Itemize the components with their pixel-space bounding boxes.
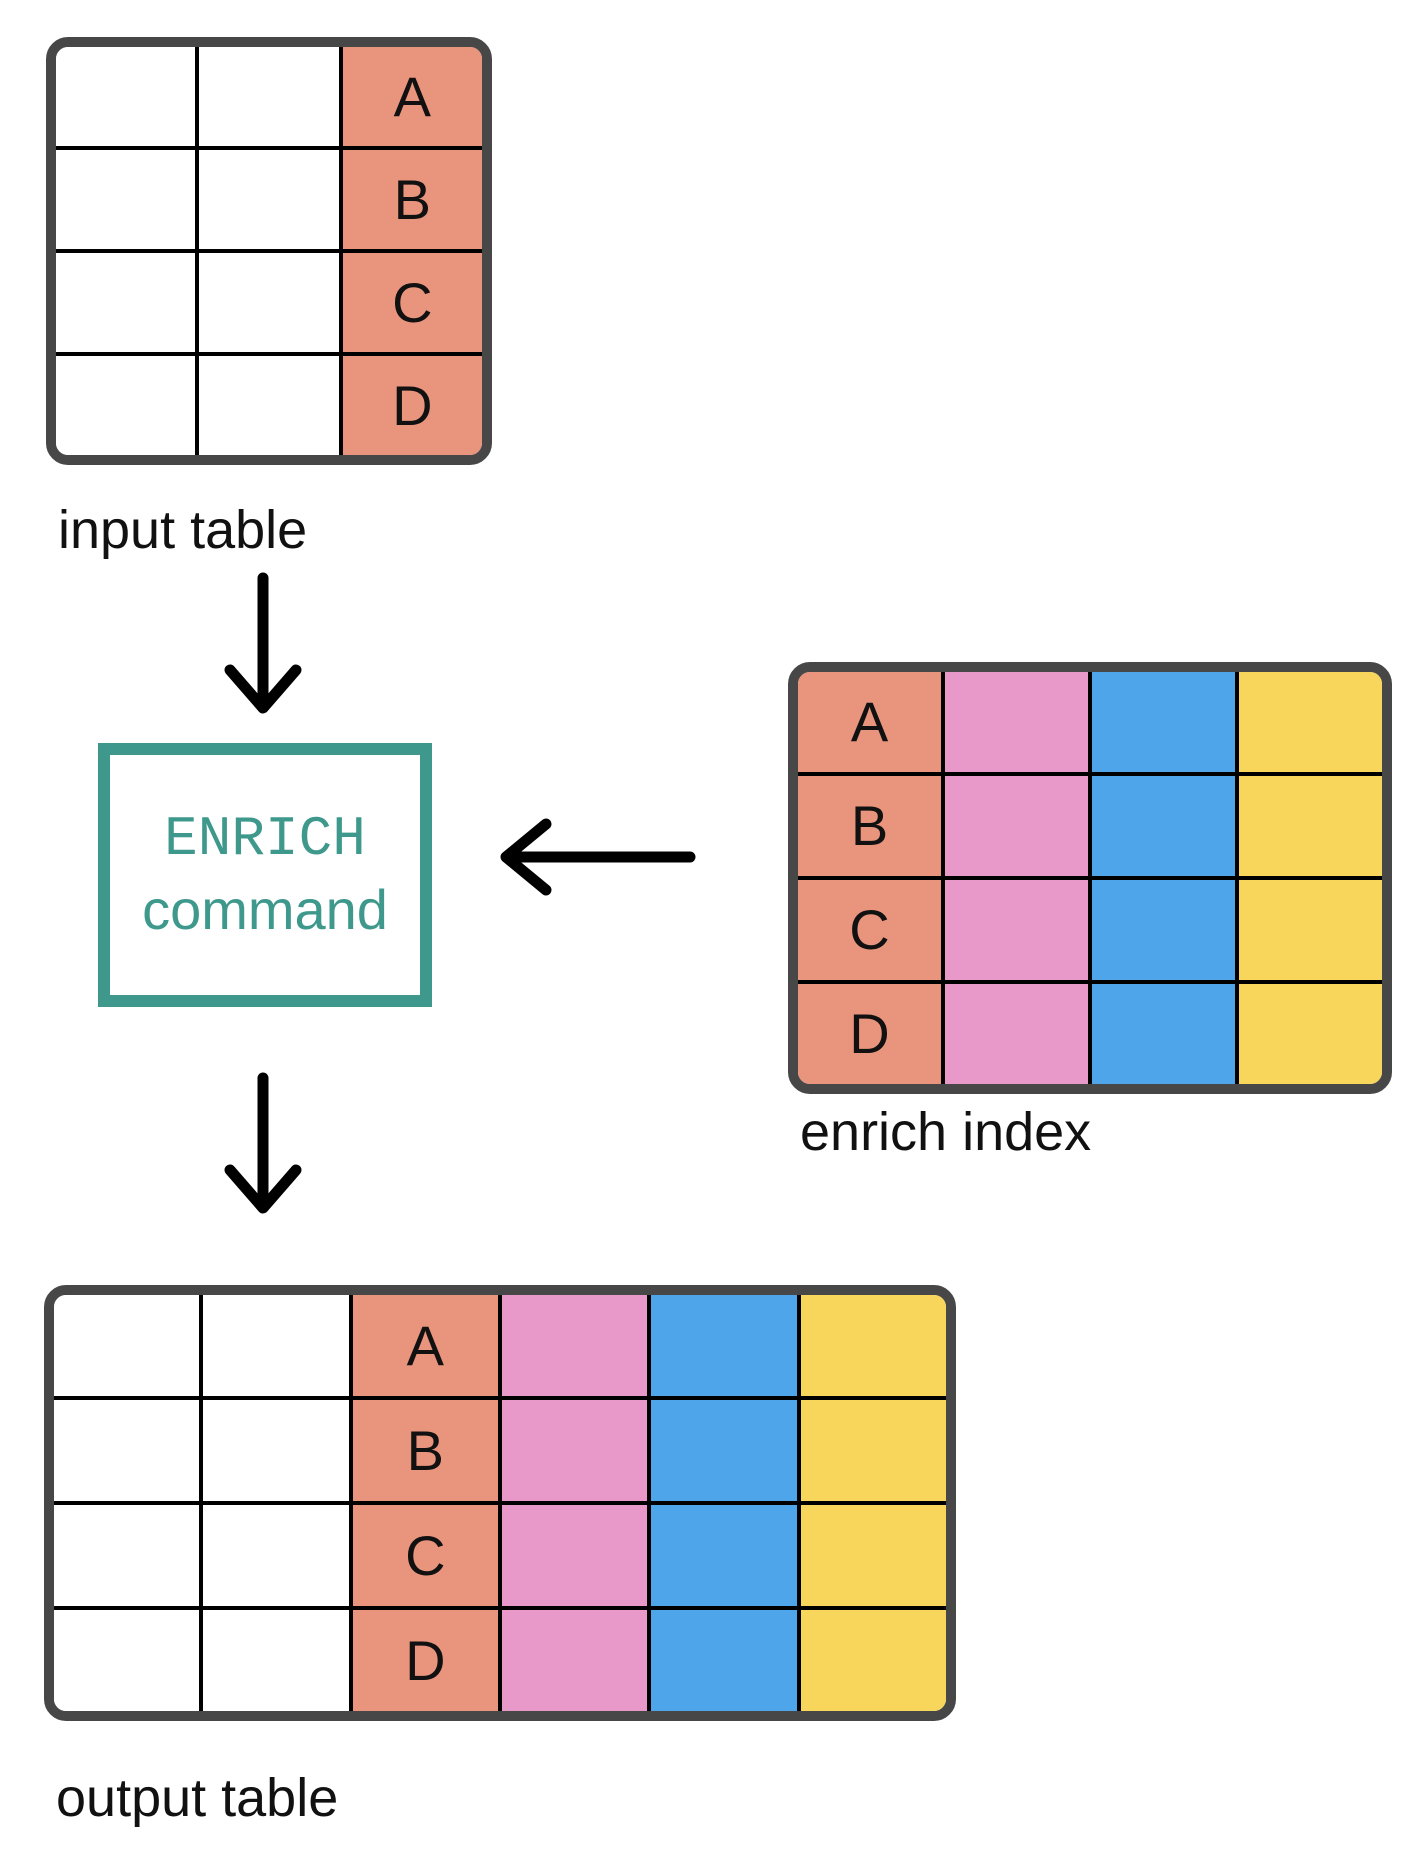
table-cell (651, 1400, 797, 1505)
table-cell (1239, 776, 1382, 880)
table-cell (800, 1295, 946, 1400)
arrow-down-icon (224, 572, 302, 714)
arrow-down-icon (224, 1072, 302, 1214)
table-cell (800, 1505, 946, 1610)
input-table-label: input table (58, 500, 308, 560)
table-cell-key: B (352, 1400, 498, 1505)
table-cell-key: D (392, 373, 433, 437)
table-cell (56, 253, 196, 356)
table-column-white (56, 47, 200, 455)
table-cell (203, 1400, 349, 1505)
table-column-yellow (800, 1295, 946, 1711)
table-cell (56, 47, 196, 150)
table-cell-key: C (798, 880, 941, 984)
table-cell-key: A (342, 47, 482, 150)
enrich-index-label: enrich index (800, 1102, 1092, 1162)
table-cell (54, 1295, 200, 1400)
table-cell (1092, 776, 1235, 880)
table-cell (199, 47, 339, 150)
arrow-left-icon (500, 818, 696, 896)
enrich-command-box: ENRICH command (98, 743, 432, 1007)
table-cell (1092, 984, 1235, 1084)
table-cell (502, 1610, 647, 1711)
table-cell (1239, 672, 1382, 776)
table-cell (651, 1505, 797, 1610)
table-cell (800, 1400, 946, 1505)
table-cell (945, 880, 1088, 984)
table-column-white (199, 47, 343, 455)
table-cell-key: B (798, 776, 941, 880)
table-cell (501, 1295, 648, 1400)
table-column-white (203, 1295, 353, 1711)
table-column-pink (501, 1295, 652, 1711)
table-cell (1239, 984, 1382, 1084)
table-cell (945, 776, 1088, 880)
table-cell (203, 1505, 349, 1610)
table-cell (54, 1400, 200, 1505)
table-cell (54, 1505, 200, 1610)
table-cell (945, 672, 1088, 776)
table-column-white (54, 1295, 204, 1711)
table-cell (199, 253, 339, 356)
table-cell (501, 1505, 648, 1610)
table-column-yellow (1239, 672, 1382, 1084)
enrich-command-word: command (142, 878, 388, 941)
table-cell (1092, 672, 1235, 776)
table-cell (1092, 880, 1235, 984)
table-cell (54, 1610, 199, 1711)
table-cell-key: D (405, 1628, 446, 1692)
table-cell (199, 356, 338, 455)
table-cell-key: D (849, 1002, 890, 1065)
table-cell-key: C (342, 253, 482, 356)
table-cell (651, 1610, 796, 1711)
table-cell (56, 150, 196, 253)
table-cell (945, 984, 1088, 1084)
table-cell (203, 1295, 349, 1400)
table-cell (1239, 880, 1382, 984)
table-cell-key: C (352, 1505, 498, 1610)
table-cell (501, 1400, 648, 1505)
table-column-pink (945, 672, 1092, 1084)
enrich-command-keyword: ENRICH (164, 807, 366, 872)
table-column-blue (651, 1295, 801, 1711)
table-cell (203, 1610, 348, 1711)
table-cell (651, 1295, 797, 1400)
table-cell-key: A (352, 1295, 498, 1400)
table-cell (56, 356, 195, 455)
table-column-blue (1092, 672, 1239, 1084)
table-cell-key: A (798, 672, 941, 776)
table-cell (801, 1610, 946, 1711)
table-cell (199, 150, 339, 253)
output-table-label: output table (56, 1768, 339, 1828)
table-cell-key: B (342, 150, 482, 253)
